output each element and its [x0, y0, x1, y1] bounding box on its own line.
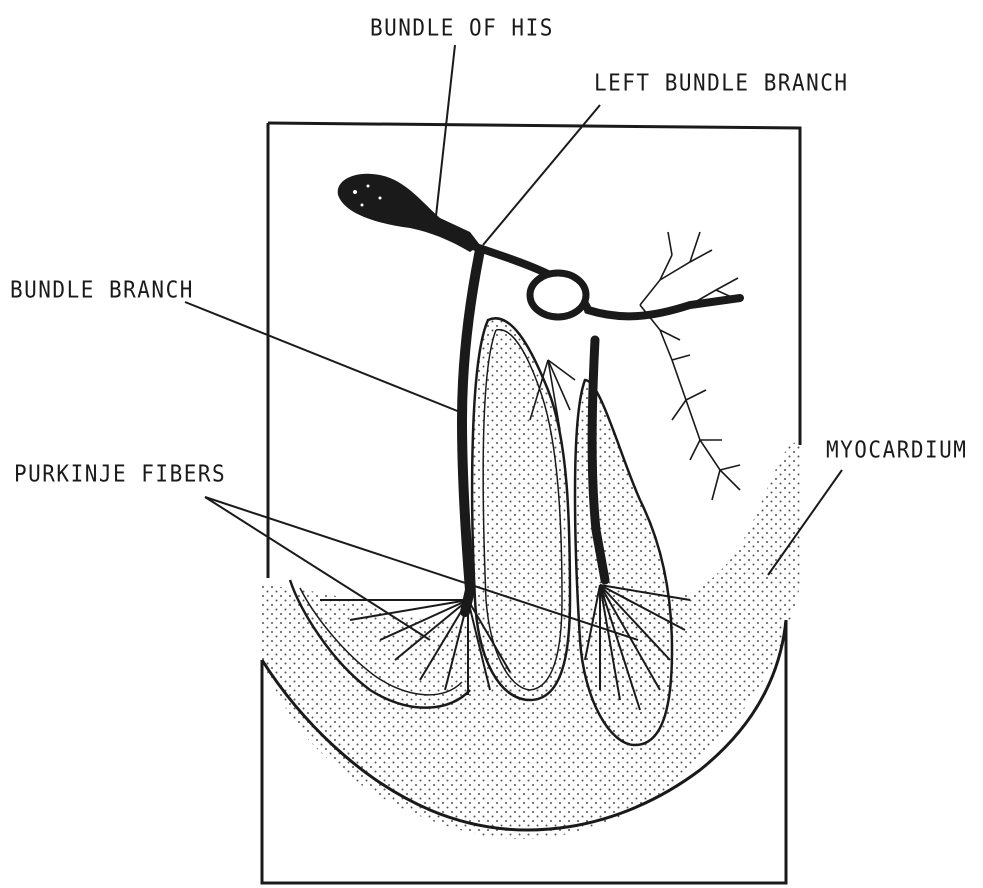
leader-bundle-branch: [185, 302, 460, 412]
purkinje-tree-right: [640, 232, 740, 500]
label-bundle-of-his: BUNDLE OF HIS: [370, 14, 554, 41]
right-bundle-branch: [470, 245, 740, 316]
label-bundle-branch: BUNDLE BRANCH: [10, 276, 194, 303]
bundle-of-his-node: [338, 174, 480, 252]
label-myocardium: MYOCARDIUM: [826, 436, 967, 463]
label-left-bundle-branch: LEFT BUNDLE BRANCH: [594, 69, 849, 96]
leader-bundle-of-his: [435, 45, 455, 225]
label-purkinje-fibers: PURKINJE FIBERS: [14, 460, 226, 487]
